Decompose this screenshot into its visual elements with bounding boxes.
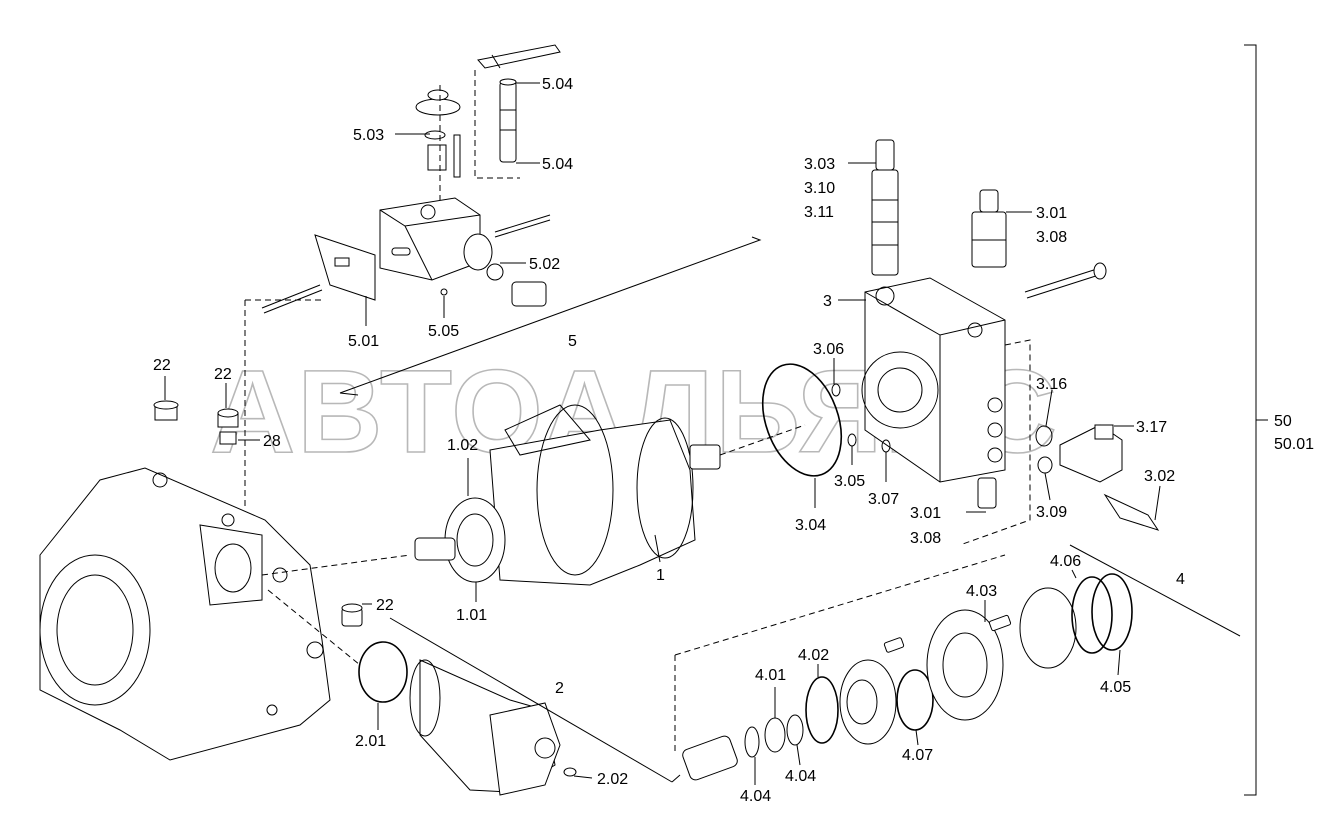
- callout-5-04-bottom: 5.04: [542, 156, 573, 173]
- callout-2: 2: [555, 680, 564, 697]
- callout-5-02: 5.02: [529, 256, 560, 273]
- callout-5-01: 5.01: [348, 333, 379, 350]
- callout-5-04-top: 5.04: [542, 76, 573, 93]
- callout-5: 5: [568, 333, 577, 350]
- callout-3-04: 3.04: [795, 517, 826, 534]
- callout-3-01-top: 3.01: [1036, 205, 1067, 222]
- callout-22-middle: 22: [214, 366, 232, 383]
- callout-3-07: 3.07: [868, 491, 899, 508]
- rotating-group: [414, 404, 806, 586]
- callout-4-05: 4.05: [1100, 679, 1131, 696]
- callout-2-02: 2.02: [597, 771, 628, 788]
- assembly-bracket: [1244, 44, 1268, 796]
- callout-22-lower: 22: [376, 597, 394, 614]
- cover-group: [358, 641, 577, 796]
- callout-4-03: 4.03: [966, 583, 997, 600]
- callout-3-08-bottom: 3.08: [910, 530, 941, 547]
- callout-3-17: 3.17: [1136, 419, 1167, 436]
- callout-3-05: 3.05: [834, 473, 865, 490]
- group-bracket-lines: [339, 236, 1241, 783]
- callout-4-07: 4.07: [902, 747, 933, 764]
- callout-3-06: 3.06: [813, 341, 844, 358]
- callout-3-03: 3.03: [804, 156, 835, 173]
- callout-3-01-bottom: 3.01: [910, 505, 941, 522]
- callout-3-10: 3.10: [804, 180, 835, 197]
- callout-1: 1: [656, 567, 665, 584]
- callout-4-06: 4.06: [1050, 553, 1081, 570]
- pump-housing-group: [39, 400, 411, 761]
- callout-4: 4: [1176, 571, 1185, 588]
- callout-3-16: 3.16: [1036, 376, 1067, 393]
- callout-3-02: 3.02: [1144, 468, 1175, 485]
- callout-labels: 5.04 5.03 5.04 5.02 5.01 5.05 5 3.03 3.1…: [153, 76, 1314, 805]
- callout-1-01: 1.01: [456, 607, 487, 624]
- callout-3-08-top: 3.08: [1036, 229, 1067, 246]
- callout-4-04-right: 4.04: [785, 768, 816, 785]
- callout-2-01: 2.01: [355, 733, 386, 750]
- callout-4-01: 4.01: [755, 667, 786, 684]
- leader-lines: [164, 82, 1161, 785]
- port-plate-group: [674, 554, 1133, 781]
- callout-3-09: 3.09: [1036, 504, 1067, 521]
- callout-5-03: 5.03: [353, 127, 384, 144]
- callout-50: 50: [1274, 413, 1292, 430]
- callout-3-11: 3.11: [804, 204, 834, 221]
- callout-50-01: 50.01: [1274, 436, 1314, 453]
- callout-4-02: 4.02: [798, 647, 829, 664]
- callout-28: 28: [263, 433, 281, 450]
- callout-5-05: 5.05: [428, 323, 459, 340]
- callout-3: 3: [823, 293, 832, 310]
- valve-block-group: [761, 139, 1160, 546]
- callout-22-left: 22: [153, 357, 171, 374]
- callout-4-04-left: 4.04: [740, 788, 771, 805]
- callout-1-02: 1.02: [447, 437, 478, 454]
- control-valve-group: [244, 44, 561, 510]
